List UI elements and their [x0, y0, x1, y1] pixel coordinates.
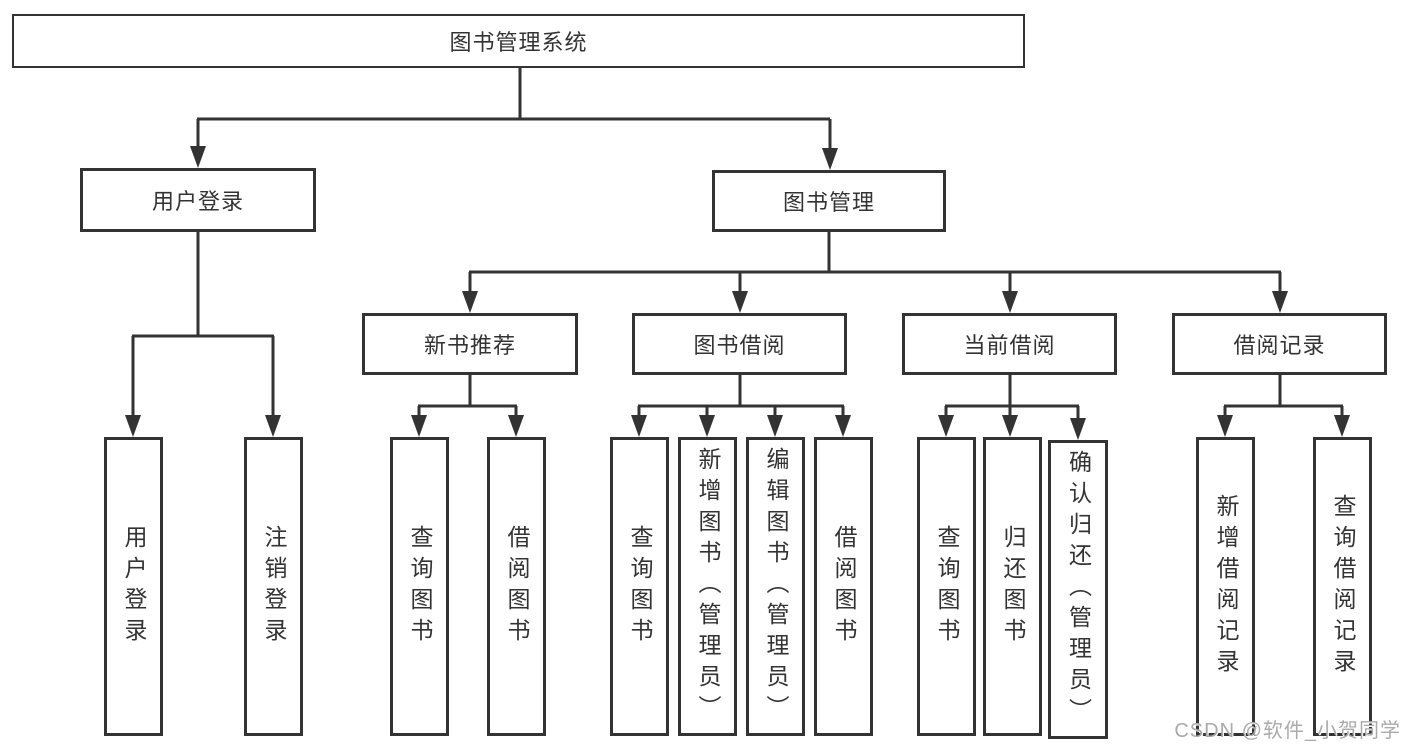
node-leaf-logout: 注销登录: [244, 437, 303, 736]
node-leaf-query-borrow-record-label: 查询借阅记录: [1330, 493, 1356, 680]
node-leaf-query-books-current-label: 查询图书: [934, 524, 960, 649]
connector-current-borrowing-children: [944, 375, 1080, 422]
arrowheads-level3: [462, 291, 1288, 313]
node-leaf-borrow-books-recommend: 借阅图书: [487, 437, 546, 736]
node-borrowing-records: 借阅记录: [1172, 313, 1387, 375]
node-leaf-return-books: 归还图书: [983, 437, 1042, 736]
node-book-borrowing: 图书借阅: [632, 313, 847, 375]
node-leaf-borrow-books-borrowing: 借阅图书: [814, 437, 873, 736]
node-user-login-label: 用户登录: [151, 189, 244, 214]
connector-book-borrowing-children: [637, 375, 845, 419]
node-leaf-edit-books-admin: 编辑图书（管理员）: [746, 437, 805, 736]
node-leaf-user-login-label: 用户登录: [121, 524, 147, 649]
node-book-borrowing-label: 图书借阅: [693, 333, 786, 358]
arrowheads-new-book-children: [411, 415, 524, 437]
connector-root-to-level2: [196, 68, 832, 152]
node-leaf-borrow-books-recommend-label: 借阅图书: [504, 524, 530, 649]
arrowheads-level2: [190, 146, 838, 170]
node-leaf-user-login: 用户登录: [104, 437, 163, 736]
node-leaf-add-books-admin-label: 新增图书（管理员）: [695, 447, 721, 726]
csdn-watermark: CSDN @软件_小贺同学: [1174, 720, 1401, 742]
node-leaf-query-borrow-record: 查询借阅记录: [1313, 437, 1372, 736]
node-current-borrowing-label: 当前借阅: [963, 333, 1056, 358]
connector-records-children: [1223, 375, 1344, 419]
node-leaf-query-books-current: 查询图书: [917, 437, 976, 736]
node-leaf-add-borrow-record: 新增借阅记录: [1196, 437, 1255, 736]
node-leaf-query-books-borrowing: 查询图书: [610, 437, 669, 736]
connector-user-login-children: [131, 232, 275, 419]
connector-new-book-children: [417, 375, 518, 419]
node-root-label: 图书管理系统: [449, 30, 588, 55]
arrowheads-user-login-children: [125, 415, 281, 437]
node-current-borrowing: 当前借阅: [902, 313, 1117, 375]
node-book-management-label: 图书管理: [782, 190, 875, 215]
node-leaf-confirm-return-admin: 确认归还（管理员）: [1048, 440, 1108, 739]
node-leaf-return-books-label: 归还图书: [1000, 524, 1026, 649]
node-root: 图书管理系统: [12, 14, 1025, 68]
node-book-management: 图书管理: [712, 170, 946, 232]
arrowheads-records-children: [1217, 415, 1350, 437]
node-leaf-borrow-books-borrowing-label: 借阅图书: [831, 524, 857, 649]
connector-book-management-children: [468, 232, 1282, 295]
node-leaf-query-books-recommend-label: 查询图书: [407, 524, 433, 649]
node-leaf-query-books-recommend: 查询图书: [390, 437, 449, 736]
node-leaf-confirm-return-admin-label: 确认归还（管理员）: [1065, 450, 1092, 729]
arrowheads-book-borrowing-children: [631, 415, 851, 437]
node-leaf-edit-books-admin-label: 编辑图书（管理员）: [763, 447, 789, 726]
node-leaf-query-books-borrowing-label: 查询图书: [627, 524, 653, 649]
node-leaf-add-books-admin: 新增图书（管理员）: [678, 437, 737, 736]
node-new-book-recommend-label: 新书推荐: [423, 333, 516, 358]
node-leaf-logout-label: 注销登录: [261, 524, 287, 649]
node-new-book-recommend: 新书推荐: [362, 313, 578, 375]
node-borrowing-records-label: 借阅记录: [1233, 333, 1326, 358]
node-leaf-add-borrow-record-label: 新增借阅记录: [1213, 493, 1239, 680]
node-user-login: 用户登录: [80, 168, 316, 232]
